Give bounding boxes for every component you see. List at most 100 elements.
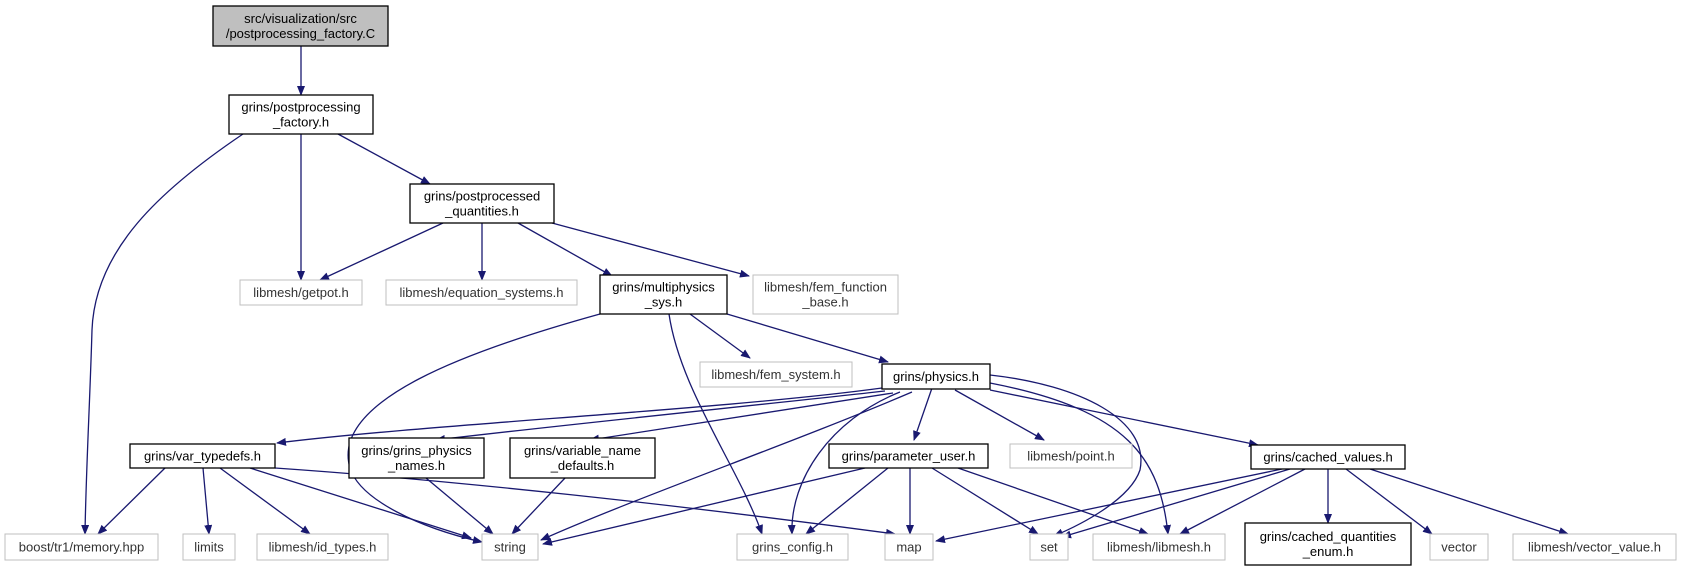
node-getpot-h: libmesh/getpot.h — [239, 279, 363, 306]
node-label-line: string — [494, 540, 526, 555]
edge-cached-values-to-set — [1061, 468, 1291, 539]
edge-var-typedefs-to-string — [249, 467, 472, 540]
node-map: map — [884, 533, 934, 561]
node-box — [1250, 444, 1406, 470]
node-label-line: libmesh/id_types.h — [269, 540, 377, 555]
edge-physics-to-var-typedefs — [276, 387, 883, 446]
node-label-line: libmesh/fem_system.h — [711, 367, 840, 382]
node-box — [1512, 533, 1677, 561]
edge-physics-to-string — [540, 391, 913, 541]
edge-factory-to-memory — [81, 133, 244, 535]
node-label-line: grins/var_typedefs.h — [144, 449, 261, 464]
node-label-line: limits — [194, 540, 224, 555]
node-root[interactable]: src/visualization/src/postprocessing_fac… — [212, 5, 389, 47]
edge-parameter-user-to-libmesh — [957, 467, 1149, 535]
node-box — [481, 533, 539, 561]
node-id-types-h: libmesh/id_types.h — [256, 533, 389, 561]
node-variable-name-defaults-h[interactable]: grins/variable_name_defaults.h — [509, 437, 656, 479]
node-grins-physics-names-h[interactable]: grins/grins_physics_names.h — [348, 437, 485, 479]
node-multiphysics-sys-h[interactable]: grins/multiphysics_sys.h — [599, 274, 728, 315]
node-label-line: grins/postprocessed — [424, 189, 540, 204]
edge-postprocessed-to-getpot — [319, 222, 444, 281]
node-cached-values-h[interactable]: grins/cached_values.h — [1250, 444, 1406, 470]
node-box — [884, 533, 934, 561]
node-label-line: _enum.h — [1302, 544, 1354, 559]
node-label-line: libmesh/vector_value.h — [1528, 540, 1661, 555]
node-box — [1092, 533, 1226, 561]
node-parameter-user-h[interactable]: grins/parameter_user.h — [828, 443, 989, 469]
node-vector-value-h: libmesh/vector_value.h — [1512, 533, 1677, 561]
node-box — [239, 279, 363, 306]
node-postprocessed-quantities-h[interactable]: grins/postprocessed_quantities.h — [409, 183, 555, 224]
node-label-line: _defaults.h — [550, 458, 615, 473]
edge-factory-to-postprocessed — [337, 133, 431, 185]
node-string: string — [481, 533, 539, 561]
node-set: set — [1029, 533, 1069, 561]
node-box — [509, 437, 656, 479]
node-physics-h[interactable]: grins/physics.h — [881, 363, 991, 390]
node-cached-quantities-enum-h[interactable]: grins/cached_quantities_enum.h — [1244, 522, 1412, 566]
edge-multiphysics-to-grins-config — [668, 313, 763, 535]
node-box — [752, 274, 899, 315]
node-label-line: grins/grins_physics — [361, 443, 472, 458]
node-box — [212, 5, 389, 47]
node-equation-systems-h: libmesh/equation_systems.h — [385, 279, 578, 306]
node-box — [1429, 533, 1489, 561]
node-label-line: grins/postprocessing — [241, 100, 360, 115]
node-box — [699, 361, 853, 388]
node-label-line: grins/multiphysics — [612, 280, 715, 295]
node-fem-system-h: libmesh/fem_system.h — [699, 361, 853, 388]
edge-postprocessed-to-fem-function-base — [551, 222, 750, 278]
node-box — [1009, 443, 1133, 469]
edge-parameter-user-to-string — [542, 467, 866, 546]
node-box — [256, 533, 389, 561]
node-fem-function-base-h: libmesh/fem_function_base.h — [752, 274, 899, 315]
node-label-line: /postprocessing_factory.C — [226, 26, 375, 41]
node-box — [881, 363, 991, 390]
node-box — [599, 274, 728, 315]
node-label-line: libmesh/point.h — [1027, 449, 1114, 464]
edge-cached-values-to-vector-value — [1369, 468, 1569, 535]
node-box — [385, 279, 578, 306]
node-label-line: grins/cached_values.h — [1263, 450, 1392, 465]
node-label-line: libmesh/equation_systems.h — [399, 285, 563, 300]
node-box — [182, 533, 236, 561]
node-label-line: boost/tr1/memory.hpp — [19, 540, 144, 555]
edge-multiphysics-to-string — [347, 313, 601, 544]
edge-var-typedefs-to-limits — [202, 467, 213, 535]
node-label-line: libmesh/fem_function — [764, 280, 887, 295]
edge-postprocessed-to-multiphysics — [517, 222, 613, 277]
node-label-line: grins/variable_name — [524, 443, 641, 458]
node-label-line: vector — [1441, 540, 1477, 555]
edge-physics-to-point — [954, 389, 1045, 441]
node-box — [1244, 522, 1412, 566]
edge-variable-name-defaults-to-string — [511, 477, 566, 535]
node-box — [129, 443, 276, 469]
edge-var-typedefs-to-id-types — [219, 467, 311, 535]
node-grins-config-h: grins_config.h — [736, 533, 849, 561]
node-label-line: _names.h — [387, 458, 445, 473]
node-label-line: src/visualization/src — [244, 11, 357, 26]
node-box — [4, 533, 159, 561]
node-label-line: _factory.h — [272, 115, 329, 130]
node-var-typedefs-h[interactable]: grins/var_typedefs.h — [129, 443, 276, 469]
node-label-line: _base.h — [801, 295, 848, 310]
edge-cached-values-to-vector — [1345, 468, 1433, 535]
edge-cached-values-to-map — [935, 468, 1283, 544]
node-label-line: grins/parameter_user.h — [842, 449, 976, 464]
node-box — [228, 94, 374, 135]
edge-parameter-user-to-grins-config — [805, 467, 889, 535]
node-label-line: grins/cached_quantities — [1260, 529, 1397, 544]
node-box — [409, 183, 555, 224]
node-label-line: libmesh/getpot.h — [253, 285, 348, 300]
node-postprocessing-factory-h[interactable]: grins/postprocessing_factory.h — [228, 94, 374, 135]
node-box — [1029, 533, 1069, 561]
node-vector: vector — [1429, 533, 1489, 561]
edge-grins-physics-names-to-string — [425, 477, 494, 535]
edge-multiphysics-to-physics — [726, 313, 889, 364]
node-label-line: set — [1040, 540, 1058, 555]
node-memory-hpp: boost/tr1/memory.hpp — [4, 533, 159, 561]
edge-physics-to-set — [989, 374, 1142, 537]
edge-multiphysics-to-fem-system — [689, 313, 751, 359]
